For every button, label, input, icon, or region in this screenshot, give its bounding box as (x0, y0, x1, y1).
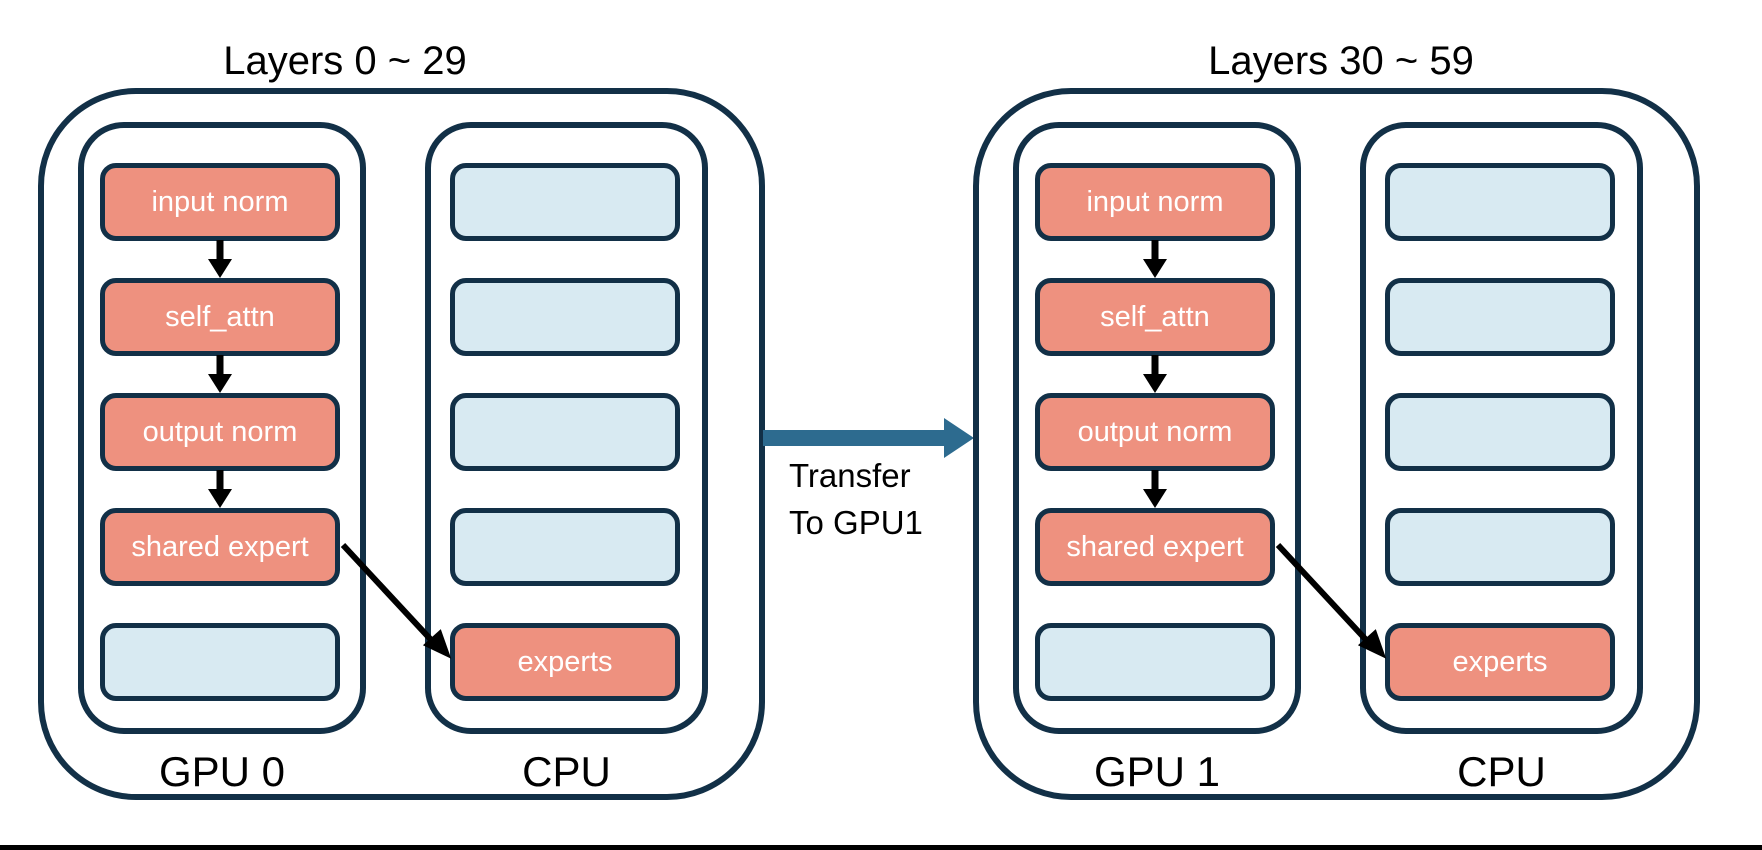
flow-arrow-icon (208, 355, 232, 393)
box-experts: experts (450, 623, 680, 701)
box-label: self_attn (165, 300, 275, 333)
gpu1-label: GPU 1 (1093, 748, 1221, 795)
transfer-label-line1: Transfer (789, 457, 911, 494)
box-empty-cpu-slot (1385, 508, 1615, 586)
flow-arrow-icon (208, 240, 232, 278)
flow-arrow-icon (1143, 240, 1167, 278)
box-empty-gpu-slot (100, 623, 340, 701)
box-empty-cpu-slot (1385, 278, 1615, 356)
flow-arrow-icon (1143, 355, 1167, 393)
box-label: output norm (1077, 415, 1233, 448)
bottom-edge-bar (0, 845, 1762, 850)
box-experts: experts (1385, 623, 1615, 701)
box-shared-expert: shared expert (1035, 508, 1275, 586)
left-group-title: Layers 0 ~ 29 (223, 39, 467, 83)
box-label: input norm (151, 185, 289, 218)
transfer-label: Transfer To GPU1 (789, 452, 959, 546)
flow-arrow-icon (1143, 470, 1167, 508)
box-input-norm: input norm (100, 163, 340, 241)
cpu1-label: CPU (1457, 748, 1546, 795)
box-label: output norm (142, 415, 298, 448)
offload-arrow-icon (1275, 542, 1387, 659)
cpu0-label: CPU (522, 748, 611, 795)
gpu0-label: GPU 0 (158, 748, 286, 795)
layers-30-59-group: input norm self_attn output norm shared … (973, 88, 1700, 800)
box-output-norm: output norm (100, 393, 340, 471)
box-output-norm: output norm (1035, 393, 1275, 471)
box-empty-cpu-slot (450, 393, 680, 471)
flow-arrow-icon (208, 470, 232, 508)
box-label: shared expert (1066, 530, 1244, 563)
box-input-norm: input norm (1035, 163, 1275, 241)
box-empty-cpu-slot (1385, 393, 1615, 471)
transfer-arrow-icon (763, 418, 974, 458)
box-label: experts (517, 645, 613, 678)
box-label: input norm (1086, 185, 1224, 218)
box-self-attn: self_attn (100, 278, 340, 356)
box-empty-cpu-slot (450, 508, 680, 586)
layers-0-29-group: input norm self_attn output norm shared … (38, 88, 765, 800)
box-empty-cpu-slot (450, 163, 680, 241)
box-label: shared expert (131, 530, 309, 563)
right-group-title: Layers 30 ~ 59 (1208, 39, 1474, 83)
box-label: experts (1452, 645, 1548, 678)
box-empty-cpu-slot (1385, 163, 1615, 241)
box-self-attn: self_attn (1035, 278, 1275, 356)
offload-arrow-icon (340, 542, 452, 659)
transfer-label-line2: To GPU1 (789, 504, 923, 541)
box-label: self_attn (1100, 300, 1210, 333)
box-empty-cpu-slot (450, 278, 680, 356)
box-shared-expert: shared expert (100, 508, 340, 586)
box-empty-gpu-slot (1035, 623, 1275, 701)
